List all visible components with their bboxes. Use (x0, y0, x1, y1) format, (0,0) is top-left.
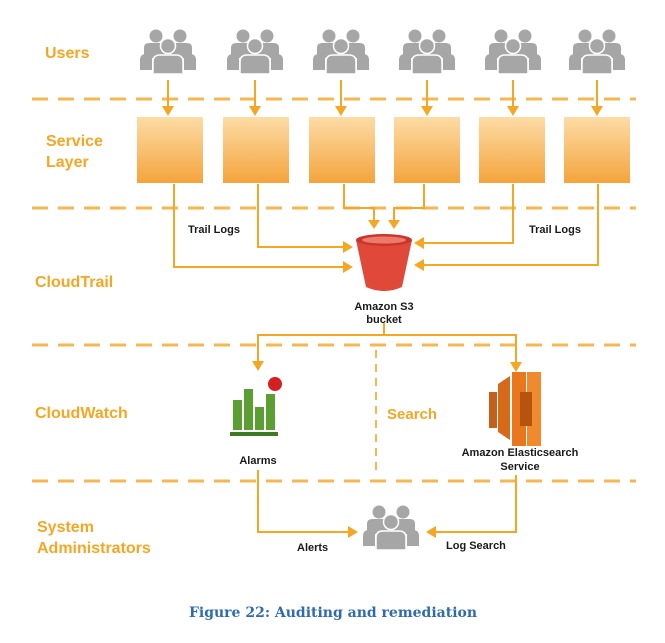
layer-label-cloudwatch: CloudWatch (35, 405, 128, 422)
log-search-label: Log Search (446, 540, 506, 552)
search-label: Search (387, 406, 437, 423)
layer-label-sysadmin-line2: Administrators (37, 540, 151, 557)
s3-label-line1: Amazon S3 (354, 301, 413, 313)
s3-label-line2: bucket (366, 314, 402, 326)
people-group-icon (139, 28, 197, 75)
trail-logs-left-label: Trail Logs (188, 224, 240, 236)
layer-label-service-line2: Layer (46, 154, 89, 171)
alerts-label: Alerts (297, 542, 328, 554)
figure-caption: Figure 22: Auditing and remediation (189, 605, 477, 621)
service-box (309, 117, 375, 183)
service-layer (137, 117, 630, 183)
connectors (167, 80, 599, 533)
layer-label-sysadmin-line1: System (37, 519, 94, 536)
s3-bucket-icon (356, 234, 412, 291)
service-box (394, 117, 460, 183)
layer-label-service-line1: Service (46, 133, 103, 150)
trail-logs-right-label: Trail Logs (529, 224, 581, 236)
layer-separators (32, 97, 636, 483)
service-box (223, 117, 289, 183)
service-box (479, 117, 545, 183)
elasticsearch-icon (489, 372, 541, 446)
users-row (139, 28, 626, 75)
layer-label-cloudtrail: CloudTrail (35, 274, 113, 291)
people-group-icon (398, 28, 456, 75)
es-label-line1: Amazon Elasticsearch (462, 447, 579, 459)
layer-label-users: Users (45, 45, 90, 62)
es-label-line2: Service (500, 461, 539, 473)
arrowheads (162, 106, 603, 538)
service-box (564, 117, 630, 183)
people-group-icon (362, 504, 420, 551)
alarms-label: Alarms (239, 455, 276, 467)
people-group-icon (312, 28, 370, 75)
people-group-icon (568, 28, 626, 75)
cloudwatch-alarm-icon (230, 377, 282, 436)
service-box (137, 117, 203, 183)
admins-group (362, 504, 420, 551)
people-group-icon (226, 28, 284, 75)
people-group-icon (484, 28, 542, 75)
